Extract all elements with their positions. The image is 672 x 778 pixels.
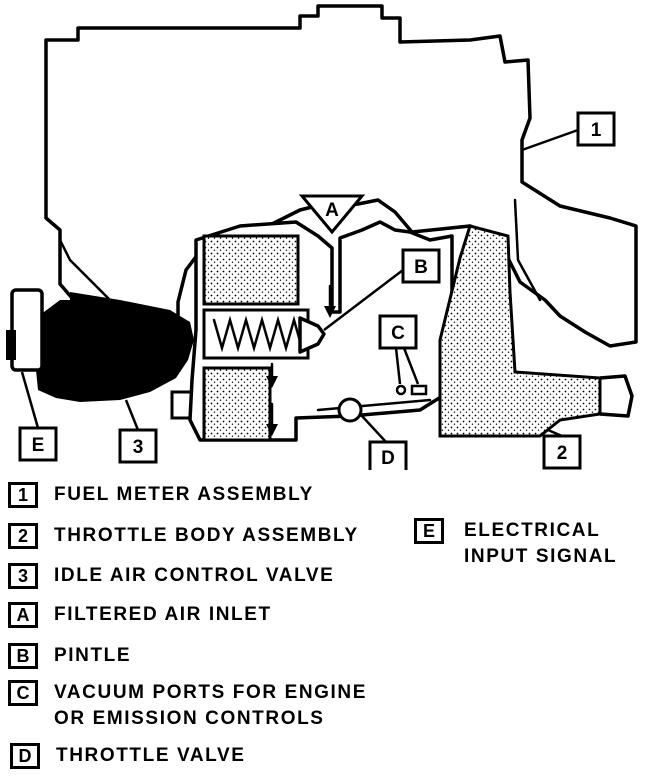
legend-key-e: E	[414, 518, 444, 544]
callout-e-box	[18, 426, 58, 462]
callout-2-label: 2	[557, 443, 568, 464]
legend-text-e-line1: ELECTRICAL	[464, 520, 601, 541]
callout-b-box	[401, 248, 441, 284]
pintle-tip	[298, 316, 326, 354]
vacuum-port-round	[395, 384, 407, 396]
fuel-meter-inner-line	[513, 198, 542, 302]
right-chamber-stipple	[438, 224, 602, 438]
legend-item-1: 1 FUEL METER ASSEMBLY	[8, 482, 314, 508]
callout-a-label: A	[325, 200, 339, 221]
legend-item-b: B PINTLE	[8, 643, 131, 669]
legend-key-3: 3	[8, 563, 38, 589]
legend-text-e: ELECTRICAL INPUT SIGNAL	[464, 518, 617, 570]
callout-c-leader-2	[402, 347, 420, 385]
throttle-body-diagram: A 1 B C D E 3 2	[6, 4, 638, 470]
legend-text-3: IDLE AIR CONTROL VALVE	[54, 565, 335, 586]
callout-c-label: C	[391, 323, 405, 344]
fuel-meter-assembly-outline	[44, 4, 638, 348]
callout-d-label: D	[381, 448, 395, 469]
legend-text-1: FUEL METER ASSEMBLY	[54, 484, 314, 505]
legend-item-3: 3 IDLE AIR CONTROL VALVE	[8, 563, 334, 589]
legend-text-e-line2: INPUT SIGNAL	[464, 546, 618, 567]
legend-item-c: C VACUUM PORTS FOR ENGINE OR EMISSION CO…	[8, 680, 367, 732]
legend-text-d: THROTTLE VALVE	[56, 745, 246, 766]
throttle-body-right-outline	[599, 374, 634, 418]
callout-c-box	[378, 314, 418, 350]
airflow-arrow-2-head	[266, 376, 278, 388]
fuel-meter-inner-line-2	[58, 238, 112, 302]
callout-1-label: 1	[591, 120, 602, 141]
callout-e-label: E	[32, 435, 45, 456]
callout-c-leader-1	[394, 347, 402, 385]
callout-d-box	[368, 440, 408, 470]
legend-item-d: D THROTTLE VALVE	[10, 743, 246, 769]
airflow-arrow-1-head	[324, 306, 336, 318]
throttle-valve-shaft	[337, 397, 363, 423]
pintle-spring	[212, 315, 304, 353]
idle-air-control-valve-body	[34, 292, 194, 402]
legend-key-b: B	[8, 643, 38, 669]
callout-3-box	[118, 428, 158, 464]
callout-b-leader	[323, 269, 404, 331]
callout-e-leader	[20, 371, 40, 429]
legend-item-e: E ELECTRICAL INPUT SIGNAL	[414, 518, 617, 570]
legend-key-d: D	[10, 743, 40, 769]
legend-text-2: THROTTLE BODY ASSEMBLY	[54, 525, 359, 546]
idle-air-control-connector	[10, 288, 44, 372]
legend-text-b: PINTLE	[54, 645, 132, 666]
callout-2-box	[542, 434, 582, 470]
legend-item-a: A FILTERED AIR INLET	[8, 602, 272, 628]
lower-chamber-stipple	[202, 366, 272, 442]
callout-2-leader	[547, 428, 563, 438]
legend-text-c-line2: OR EMISSION CONTROLS	[54, 708, 325, 729]
upper-chamber-stipple	[202, 234, 300, 306]
idle-air-control-connector-pin	[6, 330, 16, 360]
callout-b-label: B	[414, 257, 428, 278]
callout-3-leader	[124, 399, 140, 431]
vacuum-port-rect	[410, 384, 428, 396]
throttle-valve-plate	[316, 398, 432, 412]
legend-key-1: 1	[8, 482, 38, 508]
callout-3-label: 3	[133, 437, 144, 458]
airflow-arrow-3-head	[266, 424, 278, 436]
legend-text-c: VACUUM PORTS FOR ENGINE OR EMISSION CONT…	[54, 680, 367, 732]
callout-1-leader	[521, 128, 579, 152]
callout-d-leader	[361, 415, 387, 443]
callout-1-box	[576, 111, 616, 147]
legend-key-a: A	[8, 602, 38, 628]
pintle-housing	[202, 308, 310, 360]
legend-item-2: 2 THROTTLE BODY ASSEMBLY	[8, 523, 359, 549]
legend-key-2: 2	[8, 523, 38, 549]
legend-text-c-line1: VACUUM PORTS FOR ENGINE	[54, 682, 368, 703]
callout-a-triangle	[298, 194, 366, 235]
legend-key-c: C	[8, 680, 38, 706]
legend-text-a: FILTERED AIR INLET	[54, 604, 272, 625]
